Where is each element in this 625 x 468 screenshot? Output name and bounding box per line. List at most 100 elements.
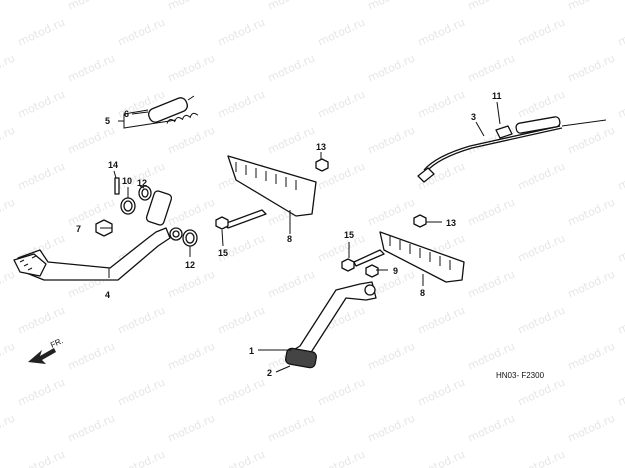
watermark-text: motod.ru (316, 376, 367, 409)
watermark-text: motod.ru (566, 196, 617, 229)
watermark-text: motod.ru (466, 412, 517, 445)
watermark-text: motod.ru (166, 124, 217, 157)
watermark-text: motod.ru (16, 88, 67, 121)
watermark-text: motod.ru (66, 124, 117, 157)
watermark-text: motod.ru (466, 340, 517, 373)
watermark-text: motod.ru (166, 52, 217, 85)
front-label: FR. (49, 336, 64, 350)
callouts: 5 6 14 10 12 7 4 12 15 8 13 3 11 13 15 9… (76, 91, 502, 378)
watermark-text: motod.ru (16, 304, 67, 337)
watermark-text: motod.ru (516, 16, 567, 49)
footpeg-right (341, 214, 465, 283)
watermark-text: motod.ru (466, 196, 517, 229)
callout-3: 3 (471, 112, 476, 122)
callout-12a: 12 (137, 178, 147, 188)
watermark-text: motod.ru (616, 376, 625, 409)
watermark-text: motod.ru (366, 412, 417, 445)
watermark-text: motod.ru (216, 448, 267, 468)
callout-13b: 13 (446, 218, 456, 228)
watermark-text: motod.ru (616, 16, 625, 49)
watermark-text: motod.ru (0, 196, 17, 229)
watermark-text: motod.ru (316, 88, 367, 121)
watermark-text: motod.ru (366, 124, 417, 157)
watermark-text: motod.ru (66, 412, 117, 445)
watermark-text: motod.ru (16, 160, 67, 193)
watermark-text: motod.ru (266, 52, 317, 85)
watermark-text: motod.ru (166, 268, 217, 301)
watermark-text: motod.ru (266, 0, 317, 13)
front-arrow-icon: FR. (28, 336, 65, 364)
callout-6: 6 (124, 109, 129, 119)
callout-13a: 13 (316, 142, 326, 152)
watermark-text: motod.ru (516, 376, 567, 409)
diagram-code: HN03- F2300 (496, 371, 545, 380)
watermark-text: motod.ru (216, 376, 267, 409)
watermark-text: motod.ru (416, 88, 467, 121)
watermark-text: motod.ru (466, 52, 517, 85)
watermark-text: motod.ru (0, 0, 17, 13)
watermark-text: motod.ru (566, 340, 617, 373)
callout-9: 9 (393, 266, 398, 276)
watermark-text: motod.ru (216, 304, 267, 337)
watermark-text: motod.ru (0, 124, 17, 157)
callout-8b: 8 (420, 288, 425, 298)
watermark-text: motod.ru (366, 52, 417, 85)
brake-cable (417, 116, 607, 183)
watermark-text: motod.ru (416, 448, 467, 468)
callout-7: 7 (76, 224, 81, 234)
watermark-text: motod.ru (516, 160, 567, 193)
watermark-text: motod.ru (516, 448, 567, 468)
watermark-text: motod.ru (516, 232, 567, 265)
callout-11: 11 (492, 91, 502, 101)
watermark-text: motod.ru (166, 412, 217, 445)
watermark-text: motod.ru (216, 88, 267, 121)
watermark-text: motod.ru (466, 0, 517, 13)
watermark-text: motod.ru (616, 160, 625, 193)
watermark-text: motod.ru (616, 448, 625, 468)
watermark-text: motod.ru (266, 412, 317, 445)
watermark-text: motod.ru (216, 16, 267, 49)
watermark-text: motod.ru (566, 124, 617, 157)
callout-12b: 12 (185, 260, 195, 270)
watermark-text: motod.ru (616, 304, 625, 337)
callout-15b: 15 (344, 230, 354, 240)
watermark-text: motod.ru (0, 340, 17, 373)
callout-10: 10 (122, 176, 132, 186)
spring-and-sleeve (147, 95, 199, 124)
footpeg-left (215, 155, 329, 230)
callout-14: 14 (108, 160, 118, 170)
watermark-text: motod.ru (266, 124, 317, 157)
callout-4: 4 (105, 290, 110, 300)
callout-2: 2 (267, 368, 272, 378)
callout-8a: 8 (287, 234, 292, 244)
watermark-text: motod.ru (66, 340, 117, 373)
watermark-text: motod.ru (316, 448, 367, 468)
callout-5: 5 (105, 116, 110, 126)
watermark-text: motod.ru (516, 304, 567, 337)
watermark-text: motod.ru (116, 16, 167, 49)
watermark-text: motod.ru (116, 304, 167, 337)
watermark-text: motod.ru (166, 0, 217, 13)
watermark-text: motod.ru (616, 88, 625, 121)
watermark-text: motod.ru (566, 268, 617, 301)
watermark-text: motod.ru (166, 340, 217, 373)
callout-1: 1 (249, 346, 254, 356)
callout-15a: 15 (218, 248, 228, 258)
watermark-text: motod.ru (116, 376, 167, 409)
watermark-text: motod.ru (16, 376, 67, 409)
watermark-text: motod.ru (0, 412, 17, 445)
watermark-text: motod.ru (0, 52, 17, 85)
watermark-text: motod.ru (366, 340, 417, 373)
watermark-text: motod.ru (66, 52, 117, 85)
watermark-text: motod.ru (66, 0, 117, 13)
brake-pedal (13, 190, 183, 281)
watermark-text: motod.ru (116, 448, 167, 468)
watermark-text: motod.ru (416, 16, 467, 49)
watermark-text: motod.ru (16, 16, 67, 49)
watermark-text: motod.ru (566, 52, 617, 85)
watermark-text: motod.ru (366, 196, 417, 229)
watermark-text: motod.ru (466, 268, 517, 301)
